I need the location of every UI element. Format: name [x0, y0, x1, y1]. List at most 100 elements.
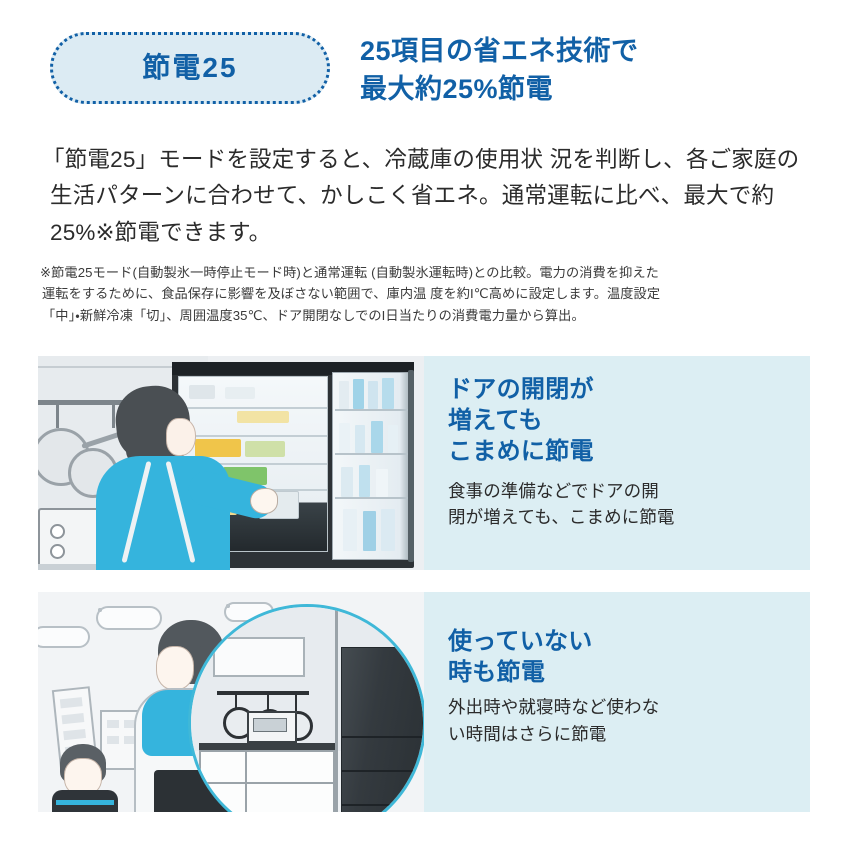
woman-hand — [250, 488, 278, 514]
page-headline: 25項目の省エネ技術で 最大約25%節電 — [360, 32, 800, 109]
woman-face — [166, 418, 196, 456]
building-1-window-1 — [59, 697, 83, 709]
feature-panel-1-text: ドアの開閉が 増えても こまめに節電 食事の準備などでドアの開 閉が増えても、こ… — [424, 356, 810, 570]
food-item-4 — [195, 439, 241, 457]
pan-hook-2 — [112, 404, 115, 428]
lead-paragraph: 「節電25」モードを設定すると、冷蔵庫の使用状 況を判断し、各ご家庭の 生活パタ… — [42, 142, 818, 251]
pan-hook-1 — [56, 404, 59, 428]
headline-line-1: 25項目の省エネ技術で — [360, 36, 639, 66]
building-2-window-3 — [107, 736, 119, 744]
fridge-shelf-1 — [181, 407, 327, 409]
inset-microwave — [247, 711, 297, 743]
feature-panel-1-title: ドアの開閉が 増えても こまめに節電 — [448, 374, 796, 468]
panel-2-desc-line-1: 外出時や就寝時など使わな — [448, 697, 660, 718]
refrigerator-door-edge — [408, 370, 414, 562]
inset-wall-corner — [335, 607, 338, 812]
lead-line-1: 「節電25」モードを設定すると、冷蔵庫の使用状 況を判断し、各ご家庭の — [42, 147, 800, 172]
feature-panel-2-text: 使っていない 時も節電 外出時や就寝時など使わな い時間はさらに節電 — [424, 592, 810, 812]
inset-counter — [199, 743, 335, 750]
lead-line-3: 25%※節電できます。 — [50, 219, 272, 245]
food-item-3 — [237, 411, 289, 423]
inset-cabinet-divider-v — [245, 752, 247, 812]
kitchen-inset-circle — [188, 604, 424, 812]
door-rack-shelf-1 — [335, 409, 409, 411]
inset-pan-hook-2 — [267, 695, 269, 711]
inset-pan-hook-1 — [235, 695, 237, 711]
inset-lower-cabinet — [199, 750, 335, 812]
header: 節電25 25項目の省エネ技術で 最大約25%節電 — [38, 28, 818, 118]
door-rack-shelf-3 — [335, 497, 409, 499]
headline-line-2: 最大約25%節電 — [360, 74, 554, 105]
feature-panel-away-from-home: 使っていない 時も節電 外出時や就寝時など使わな い時間はさらに節電 — [38, 592, 810, 812]
feature-panel-1-description: 食事の準備などでドアの開 閉が増えても、こまめに節電 — [448, 478, 796, 531]
pot-rail — [38, 400, 186, 405]
panel-1-title-line-2: 増えても — [448, 407, 543, 435]
appliance-dial-1 — [50, 524, 65, 539]
food-item-5 — [245, 441, 285, 457]
panel-1-desc-line-2: 閉が増えても、こまめに節電 — [448, 506, 675, 527]
feature-panel-2-title: 使っていない 時も節電 — [448, 626, 796, 688]
panel-1-title-line-1: ドアの開閉が — [448, 376, 594, 403]
cloud-1 — [38, 626, 90, 648]
inset-upper-cabinet — [213, 637, 305, 677]
door-bottle-6 — [355, 425, 365, 453]
building-1-window-3 — [63, 728, 86, 741]
door-bottle-13 — [363, 511, 376, 551]
illustration-woman-opening-refrigerator — [38, 356, 424, 570]
door-bottle-5 — [339, 423, 350, 453]
door-rack-shelf-2 — [335, 453, 409, 455]
door-bottle-2 — [353, 379, 364, 409]
building-2-window-1 — [107, 720, 119, 728]
feature-badge: 節電25 — [50, 32, 330, 104]
footnote: ※節電25モード(自動製氷一時停止モード時)と通常運転 (自動製氷運転時)との比… — [40, 262, 830, 326]
door-bottle-4 — [382, 378, 394, 409]
counter-appliance — [38, 508, 102, 570]
inset-fridge-door-line-2 — [342, 770, 422, 772]
wall-trim-line — [38, 366, 208, 368]
inset-pot-rail — [217, 691, 309, 695]
door-bottle-9 — [341, 467, 353, 497]
door-bottle-3 — [368, 381, 378, 409]
feature-badge-label: 節電25 — [142, 52, 238, 83]
footnote-line-3: 「中」・新鮮冷凍「切」、周囲温度35℃、ドア開閉なしでのI日当たりの消費電力量か… — [42, 307, 585, 323]
child-shirt-stripe-1 — [56, 800, 114, 805]
fridge-shelf-3 — [181, 463, 327, 465]
inset-fridge-door-line-3 — [342, 804, 422, 806]
food-item-1 — [189, 385, 215, 399]
building-2-window-2 — [124, 720, 136, 728]
lead-line-2: 生活パターンに合わせて、かしこく省エネ。通常運転に比べ、最大で約 — [50, 183, 775, 209]
refrigerator-open — [172, 362, 414, 568]
door-bottle-12 — [343, 509, 357, 551]
illustration-mother-and-child-outside — [38, 592, 424, 812]
inset-pan-hook-3 — [295, 695, 297, 711]
building-1-window-2 — [61, 713, 85, 725]
footnote-line-2: 運転をするために、食品保存に影響を及ぼさない範囲で、庫内温 度を約I℃高めに設定… — [42, 286, 661, 302]
building-2-window-4 — [124, 736, 136, 744]
door-bottle-8 — [388, 425, 398, 453]
door-bottle-11 — [376, 469, 388, 497]
feature-panel-2-description: 外出時や就寝時など使わな い時間はさらに節電 — [448, 694, 796, 747]
inset-fridge-door-line-1 — [342, 736, 422, 738]
inset-cabinet-divider-h — [201, 782, 333, 784]
footnote-line-1: ※節電25モード(自動製氷一時停止モード時)と通常運転 (自動製氷運転時)との比… — [40, 265, 659, 280]
door-bottle-7 — [371, 421, 383, 453]
door-bottle-14 — [381, 509, 395, 551]
panel-2-desc-line-2: い時間はさらに節電 — [448, 723, 607, 744]
food-item-2 — [225, 387, 255, 399]
feature-panel-door-opening: ドアの開閉が 増えても こまめに節電 食事の準備などでドアの開 閉が増えても、こ… — [38, 356, 810, 570]
child-face — [64, 758, 102, 796]
panel-1-title-line-3: こまめに節電 — [448, 438, 594, 466]
inset-refrigerator-closed — [341, 647, 423, 812]
appliance-dial-2 — [50, 544, 65, 559]
panel-2-title-line-1: 使っていない — [448, 628, 593, 655]
mother-face — [156, 646, 194, 690]
cloud-2 — [96, 606, 162, 630]
refrigerator-top-trim — [172, 362, 414, 375]
panel-2-title-line-2: 時も節電 — [448, 659, 546, 687]
inset-microwave-window — [253, 718, 287, 732]
door-bottle-10 — [359, 465, 370, 497]
panel-1-desc-line-1: 食事の準備などでドアの開 — [448, 480, 659, 501]
fridge-shelf-2 — [181, 435, 327, 437]
door-bottle-1 — [339, 381, 349, 409]
